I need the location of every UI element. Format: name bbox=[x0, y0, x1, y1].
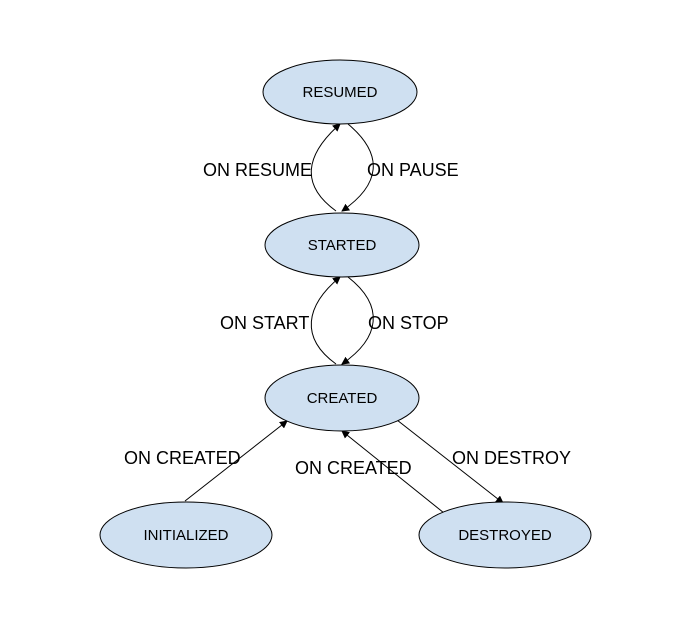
label-on-resume: ON RESUME bbox=[203, 160, 312, 180]
edge-on-created-from-initialized bbox=[184, 420, 288, 502]
edge-on-destroy bbox=[396, 419, 504, 504]
label-on-created-destroyed: ON CREATED bbox=[295, 458, 412, 478]
state-started: STARTED bbox=[264, 212, 420, 278]
state-destroyed: DESTROYED bbox=[418, 501, 592, 569]
label-on-created-initialized: ON CREATED bbox=[124, 448, 241, 468]
state-started-label: STARTED bbox=[308, 237, 377, 254]
edge-on-resume bbox=[310, 123, 341, 212]
edge-on-stop bbox=[341, 276, 374, 365]
edge-on-start bbox=[310, 276, 341, 365]
state-resumed-label: RESUMED bbox=[302, 84, 377, 101]
label-on-start: ON START bbox=[220, 313, 309, 333]
state-initialized: INITIALIZED bbox=[99, 501, 273, 569]
state-initialized-label: INITIALIZED bbox=[143, 527, 228, 544]
state-created-label: CREATED bbox=[307, 390, 378, 407]
label-on-destroy: ON DESTROY bbox=[452, 448, 571, 468]
edge-on-created-from-destroyed bbox=[341, 430, 445, 514]
state-destroyed-label: DESTROYED bbox=[458, 527, 552, 544]
label-on-stop: ON STOP bbox=[368, 313, 449, 333]
edge-on-pause bbox=[341, 123, 374, 212]
state-created: CREATED bbox=[264, 364, 420, 432]
state-resumed: RESUMED bbox=[262, 59, 418, 125]
label-on-pause: ON PAUSE bbox=[367, 160, 459, 180]
